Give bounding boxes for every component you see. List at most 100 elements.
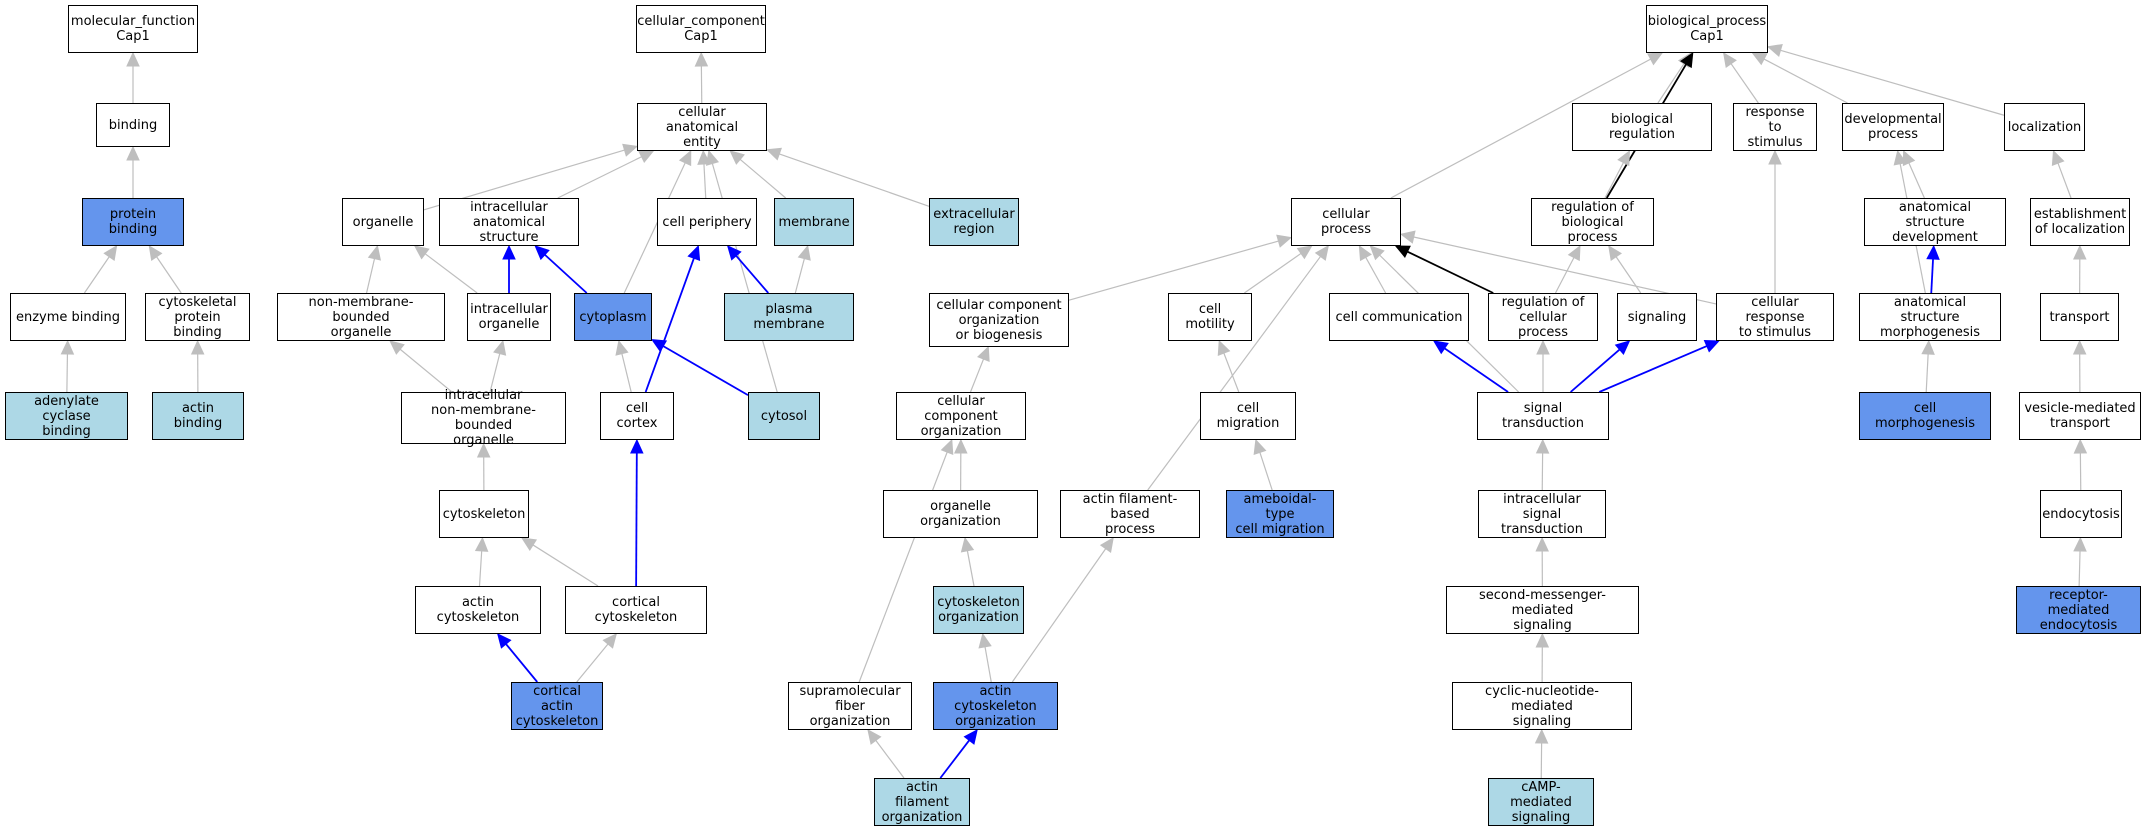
node-supramolecular-fiber-organization: supramolecular fiber organization bbox=[788, 682, 912, 730]
edge-cyclic-nucleotide-mediated-signaling-to-second-messenger-mediated-signaling bbox=[1535, 632, 1550, 683]
edge-actin-cytoskeleton-to-cytoskeleton bbox=[474, 536, 489, 587]
node-actin-filament-based-process: actin filament-based process bbox=[1060, 490, 1200, 538]
edge-anatomical-structure-morphogenesis-to-anatomical-structure-development bbox=[1926, 244, 1940, 294]
node-actin-cytoskeleton: actin cytoskeleton bbox=[415, 586, 541, 634]
node-ameboidal-type-cell-migration: ameboidal-type cell migration bbox=[1226, 490, 1334, 538]
edge-intracellular-signal-transduction-to-signal-transduction bbox=[1535, 438, 1550, 491]
node-ccob: cellular component organization or bioge… bbox=[929, 293, 1069, 347]
edge-signal-transduction-to-regulation-of-cellular-process bbox=[1536, 339, 1550, 392]
edge-ameboidal-type-cell-migration-to-cell-migration bbox=[1253, 438, 1273, 491]
edge-regulation-of-cellular-process-to-regulation-of-biological-process bbox=[1554, 244, 1581, 294]
node-cytoplasm: cytoplasm bbox=[574, 293, 652, 341]
node-cortical-actin-cytoskeleton: cortical actin cytoskeleton bbox=[511, 682, 603, 730]
edge-cell-morphogenesis-to-anatomical-structure-morphogenesis bbox=[1921, 339, 1935, 393]
edge-intracellular-organelle-to-intracellular-anatomical-structure bbox=[502, 244, 516, 293]
edge-cellular-response-to-stimulus-to-cellular-process bbox=[1399, 230, 1717, 305]
node-signaling: signaling bbox=[1617, 293, 1697, 341]
edge-cell-motility-to-cellular-process bbox=[1244, 245, 1313, 294]
node-cyclic-nucleotide-mediated-signaling: cyclic-nucleotide-mediated signaling bbox=[1452, 682, 1632, 730]
edge-endocytosis-to-vesicle-mediated-transport bbox=[2073, 438, 2088, 491]
edge-establishment-of-localization-to-localization bbox=[2051, 149, 2072, 199]
edge-cell-cortex-to-cell-periphery bbox=[644, 244, 701, 393]
node-cell-motility: cell motility bbox=[1168, 293, 1252, 341]
node-cytoskeleton-organization: cytoskeleton organization bbox=[933, 586, 1024, 634]
node-localization: localization bbox=[2004, 103, 2085, 151]
node-biological-process: biological_process Cap1 bbox=[1646, 5, 1768, 53]
edge-intracellular-nmb-organelle-to-non-membrane-bounded-organelle bbox=[389, 340, 453, 393]
node-regulation-of-cellular-process: regulation of cellular process bbox=[1488, 293, 1598, 341]
node-cytoskeleton: cytoskeleton bbox=[439, 490, 529, 538]
edge-regulation-of-biological-process-to-biological-regulation bbox=[1604, 149, 1631, 199]
edge-actin-filament-organization-to-actin-cytoskeleton-organization bbox=[939, 729, 978, 779]
node-actin-filament-organization: actin filament organization bbox=[874, 778, 970, 826]
edge-intracellular-organelle-to-organelle bbox=[413, 245, 478, 294]
node-cellular-component: cellular_component Cap1 bbox=[636, 5, 766, 53]
node-cell-morphogenesis: cell morphogenesis bbox=[1859, 392, 1991, 440]
node-enzyme-binding: enzyme binding bbox=[10, 293, 126, 341]
edge-protein-binding-to-binding bbox=[126, 145, 140, 198]
node-molecular-function: molecular_function Cap1 bbox=[68, 5, 198, 53]
edge-non-membrane-bounded-organelle-to-organelle bbox=[365, 244, 382, 294]
node-developmental-process: developmental process bbox=[1842, 103, 1944, 151]
node-signal-transduction: signal transduction bbox=[1477, 392, 1609, 440]
edge-organelle-organization-to-cellular-component-organization bbox=[954, 438, 968, 491]
edge-plasma-membrane-to-cell-periphery bbox=[726, 245, 769, 294]
node-organelle-organization: organelle organization bbox=[883, 490, 1038, 538]
node-regulation-of-biological-process: regulation of biological process bbox=[1531, 198, 1654, 246]
node-biological-regulation: biological regulation bbox=[1572, 103, 1712, 151]
edge-anatomical-structure-development-to-developmental-process bbox=[1902, 149, 1925, 199]
node-cytosol: cytosol bbox=[748, 392, 820, 440]
edge-enzyme-binding-to-protein-binding bbox=[83, 245, 118, 294]
edge-camp-mediated-signaling-to-cyclic-nucleotide-mediated-signaling bbox=[1534, 728, 1549, 779]
edge-cytoplasm-to-intracellular-anatomical-structure bbox=[534, 245, 588, 294]
node-protein-binding: protein binding bbox=[82, 198, 184, 246]
edge-cortical-cytoskeleton-to-cell-cortex bbox=[630, 438, 644, 587]
edge-binding-to-molecular-function bbox=[126, 51, 140, 103]
edge-actin-filament-organization-to-supramolecular-fiber-organization bbox=[867, 729, 905, 779]
node-cell-communication: cell communication bbox=[1329, 293, 1469, 341]
edge-signal-transduction-to-cell-communication bbox=[1432, 340, 1509, 393]
edge-plasma-membrane-to-membrane bbox=[794, 244, 811, 294]
edge-actin-cytoskeleton-organization-to-actin-filament-based-process bbox=[1011, 537, 1114, 683]
edge-membrane-to-cellular-anatomical-entity bbox=[729, 150, 787, 199]
edge-cellular-component-organization-to-ccob bbox=[969, 345, 990, 393]
node-intracellular-signal-transduction: intracellular signal transduction bbox=[1478, 490, 1606, 538]
edge-transport-to-establishment-of-localization bbox=[2073, 244, 2087, 294]
node-extracellular-region: extracellular region bbox=[929, 198, 1019, 246]
node-second-messenger-mediated-signaling: second-messenger-mediated signaling bbox=[1446, 586, 1639, 634]
edge-cortical-cytoskeleton-to-cytoskeleton bbox=[520, 537, 599, 587]
node-response-to-stimulus: response to stimulus bbox=[1733, 103, 1817, 151]
node-vesicle-mediated-transport: vesicle-mediated transport bbox=[2019, 392, 2141, 440]
edge-cellular-response-to-stimulus-to-response-to-stimulus bbox=[1768, 149, 1782, 293]
node-cell-periphery: cell periphery bbox=[657, 198, 757, 246]
edge-cytoplasm-to-cellular-anatomical-entity bbox=[623, 149, 692, 294]
edge-cytoskeletal-protein-binding-to-protein-binding bbox=[148, 245, 182, 294]
edge-cellular-process-to-biological-process bbox=[1390, 52, 1664, 199]
edge-vesicle-mediated-transport-to-transport bbox=[2072, 339, 2087, 393]
edge-response-to-stimulus-to-biological-process bbox=[1722, 52, 1759, 104]
node-organelle: organelle bbox=[342, 198, 424, 246]
edge-cell-migration-to-cell-motility bbox=[1217, 339, 1240, 393]
node-non-membrane-bounded-organelle: non-membrane-bounded organelle bbox=[277, 293, 445, 341]
edge-intracellular-nmb-organelle-to-intracellular-organelle bbox=[489, 339, 507, 393]
node-cell-migration: cell migration bbox=[1200, 392, 1296, 440]
node-binding: binding bbox=[96, 103, 170, 147]
node-anatomical-structure-development: anatomical structure development bbox=[1864, 198, 2006, 246]
edge-adenylate-cyclase-binding-to-enzyme-binding bbox=[60, 339, 75, 393]
edge-cytoskeleton-to-intracellular-nmb-organelle bbox=[476, 442, 491, 491]
edge-cortical-actin-cytoskeleton-to-cortical-cytoskeleton bbox=[576, 633, 618, 683]
node-cell-cortex: cell cortex bbox=[600, 392, 674, 440]
edge-extracellular-region-to-cellular-anatomical-entity bbox=[765, 147, 930, 207]
edge-actin-cytoskeleton-organization-to-cytoskeleton-organization bbox=[978, 632, 992, 683]
edge-cell-communication-to-cellular-process bbox=[1358, 244, 1387, 294]
edge-developmental-process-to-biological-process bbox=[1751, 52, 1848, 104]
edge-cytoskeleton-organization-to-organelle-organization bbox=[960, 536, 975, 587]
node-cellular-response-to-stimulus: cellular response to stimulus bbox=[1716, 293, 1834, 341]
edge-localization-to-biological-process bbox=[1766, 43, 2005, 116]
node-anatomical-structure-morphogenesis: anatomical structure morphogenesis bbox=[1859, 293, 2001, 341]
edge-signal-transduction-to-signaling bbox=[1570, 340, 1631, 393]
edge-second-messenger-mediated-signaling-to-intracellular-signal-transduction bbox=[1535, 536, 1549, 587]
edge-signal-transduction-to-cellular-response-to-stimulus bbox=[1598, 340, 1720, 393]
edge-receptor-mediated-endocytosis-to-endocytosis bbox=[2073, 536, 2087, 587]
